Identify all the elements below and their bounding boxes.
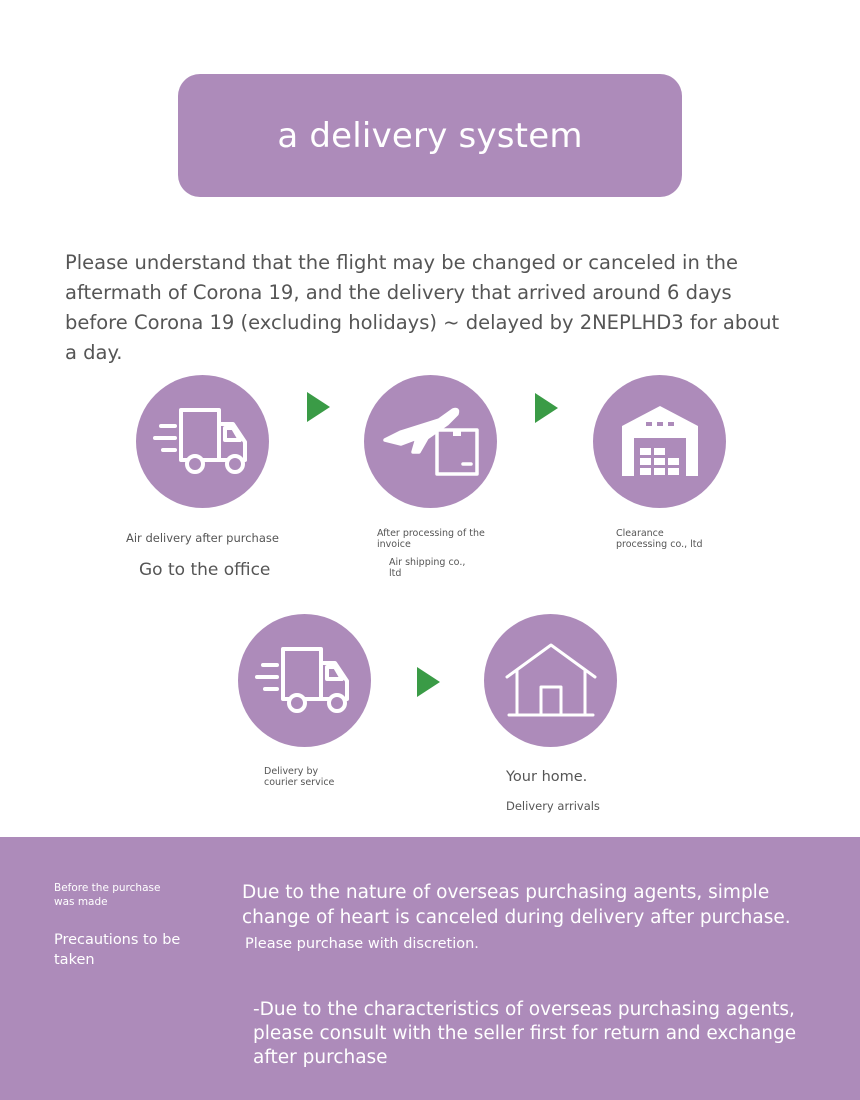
arrow-icon — [307, 392, 330, 422]
precautions-footer: Before the purchase was made Precautions… — [0, 837, 860, 1100]
step-3-label: Clearance processing co., ltd — [616, 528, 703, 550]
arrow-icon — [417, 667, 440, 697]
delivery-truck-icon — [152, 407, 247, 474]
footer-left-heading: Precautions to be taken — [54, 932, 181, 968]
step-1-sublabel: Go to the office — [139, 560, 271, 580]
step-1-circle — [136, 375, 269, 508]
footer-para-1: Due to the nature of overseas purchasing… — [242, 882, 791, 928]
airplane-package-icon — [382, 407, 479, 476]
footer-para-2: -Due to the characteristics of overseas … — [253, 999, 797, 1068]
step-4-label: Delivery by courier service — [264, 766, 335, 788]
arrow-icon — [535, 393, 558, 423]
step-2-label: After processing of the invoice — [377, 528, 485, 550]
footer-para-1-note: Please purchase with discretion. — [245, 936, 479, 952]
step-2-sublabel: Air shipping co., ltd — [389, 557, 466, 579]
warehouse-icon — [621, 405, 698, 476]
step-5-circle — [484, 614, 617, 747]
title-banner: a delivery system — [178, 74, 682, 197]
step-5-label: Your home. — [506, 769, 588, 785]
step-2-circle — [364, 375, 497, 508]
step-5-sublabel: Delivery arrivals — [506, 799, 600, 813]
delivery-truck-icon — [254, 646, 349, 713]
step-3-circle — [593, 375, 726, 508]
step-4-circle — [238, 614, 371, 747]
house-icon — [505, 643, 596, 716]
page-title: a delivery system — [277, 115, 583, 156]
step-1-label: Air delivery after purchase — [126, 531, 279, 545]
footer-left-small: Before the purchase was made — [54, 882, 161, 908]
corona-delay-notice: Please understand that the flight may be… — [65, 251, 780, 364]
